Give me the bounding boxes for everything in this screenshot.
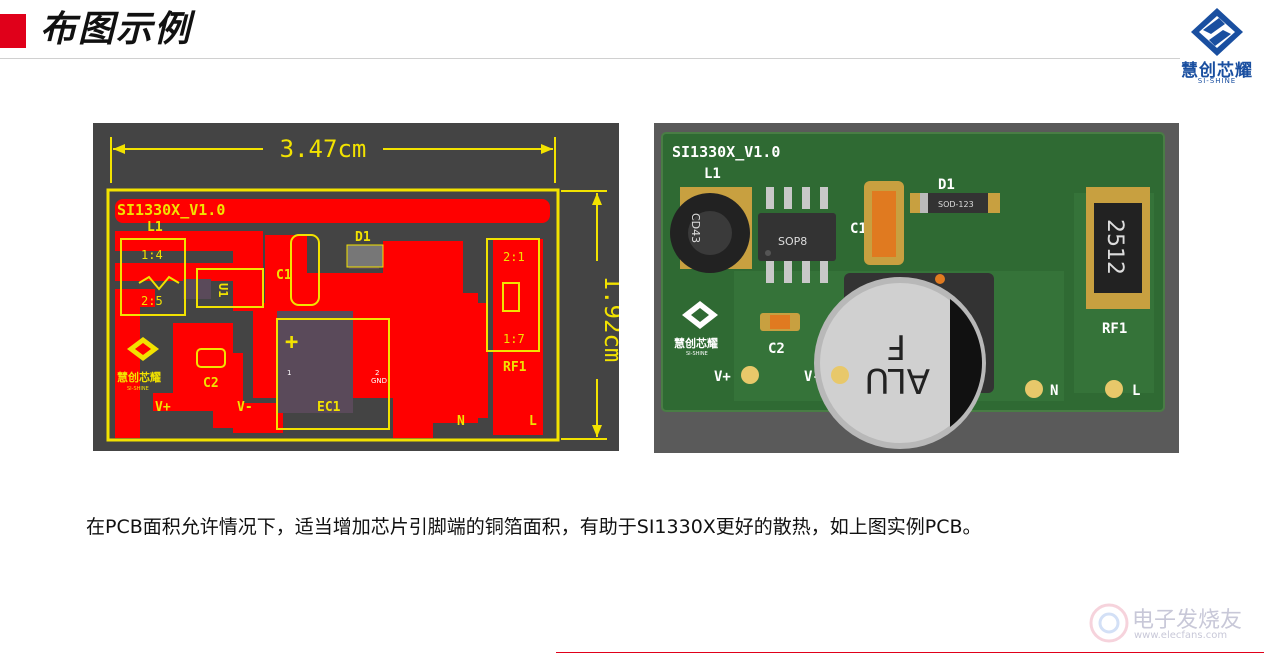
company-logo-icon — [1191, 8, 1243, 56]
watermark-logo-icon — [1089, 603, 1129, 643]
render-label-l: L — [1132, 383, 1140, 399]
render-label-c1: C1 — [850, 221, 867, 237]
chip-package-label: SOP8 — [778, 235, 807, 248]
layout-logo-sub: SI-SHINE — [127, 386, 149, 392]
u1-label: U1 — [216, 283, 230, 297]
ec1-pin1-label: 1 — [287, 369, 291, 377]
layout-label-c2: C2 — [203, 376, 219, 391]
title-accent-bar — [0, 14, 26, 48]
width-dimension-label: 3.47cm — [280, 135, 367, 163]
logo-name: 慧创芯耀 — [1181, 61, 1253, 81]
render-label-n: N — [1050, 383, 1058, 399]
ec1-pin2-label: 2 — [375, 369, 379, 377]
render-label-vplus: V+ — [714, 369, 731, 385]
rf1-pad1-label: 2:1 — [503, 250, 525, 264]
layout-board-name: SI1330X_V1.0 — [117, 201, 225, 219]
render-board-name: SI1330X_V1.0 — [672, 143, 780, 161]
render-label-l1: L1 — [704, 166, 721, 182]
l1-pad2-label: 2:5 — [141, 294, 163, 308]
layout-label-c1: C1 — [276, 268, 292, 283]
render-logo-sub: SI-SHINE — [686, 351, 708, 357]
layout-label-n: N — [457, 414, 465, 429]
render-logo-icon — [682, 301, 718, 329]
layout-label-vminus: V- — [237, 400, 253, 415]
footer-divider — [556, 652, 1264, 653]
layout-logo-text: 慧创芯耀 — [117, 370, 161, 384]
pcb-3d-render-image: SI1330X_V1.0 L1 D1 C1 C2 RF1 V+ V- N L C… — [654, 123, 1179, 453]
layout-logo-icon — [127, 337, 159, 361]
diode-package-label: SOD-123 — [938, 200, 974, 209]
capacitor-marking-alu: ALU — [865, 360, 930, 400]
layout-label-l: L — [529, 414, 537, 429]
logo-subtitle: SI-SHINE — [1197, 77, 1237, 85]
page-title: 布图示例 — [40, 9, 193, 50]
watermark-name: 电子发烧友 — [1132, 608, 1243, 633]
layout-label-ec1: EC1 — [317, 400, 341, 415]
layout-label-d1: D1 — [355, 230, 371, 245]
layout-label-vplus: V+ — [155, 400, 171, 415]
render-logo-text: 慧创芯耀 — [674, 336, 718, 350]
resistor-code-label: 2512 — [1102, 219, 1127, 275]
inductor-code-label: CD43 — [689, 213, 702, 243]
watermark-url: www.elecfans.com — [1134, 630, 1228, 641]
render-label-d1: D1 — [938, 177, 955, 193]
ec1-gnd-label: GND — [371, 377, 387, 385]
height-dimension-label: 1.92cm — [599, 276, 619, 363]
render-label-rf1: RF1 — [1102, 321, 1127, 337]
render-label-c2: C2 — [768, 341, 785, 357]
caption-text: 在PCB面积允许情况下，适当增加芯片引脚端的铜箔面积，有助于SI1330X更好的… — [86, 516, 982, 538]
capacitor-marking-f: F — [886, 326, 906, 366]
header-divider — [0, 58, 1180, 59]
rf1-pad2-label: 1:7 — [503, 332, 525, 346]
pcb-layout-image: 3.47cm 1.92cm — [93, 123, 619, 451]
layout-label-plus: + — [285, 330, 298, 355]
layout-label-rf1: RF1 — [503, 360, 527, 375]
layout-label-l1: L1 — [147, 220, 163, 235]
l1-pad1-label: 1:4 — [141, 248, 163, 262]
